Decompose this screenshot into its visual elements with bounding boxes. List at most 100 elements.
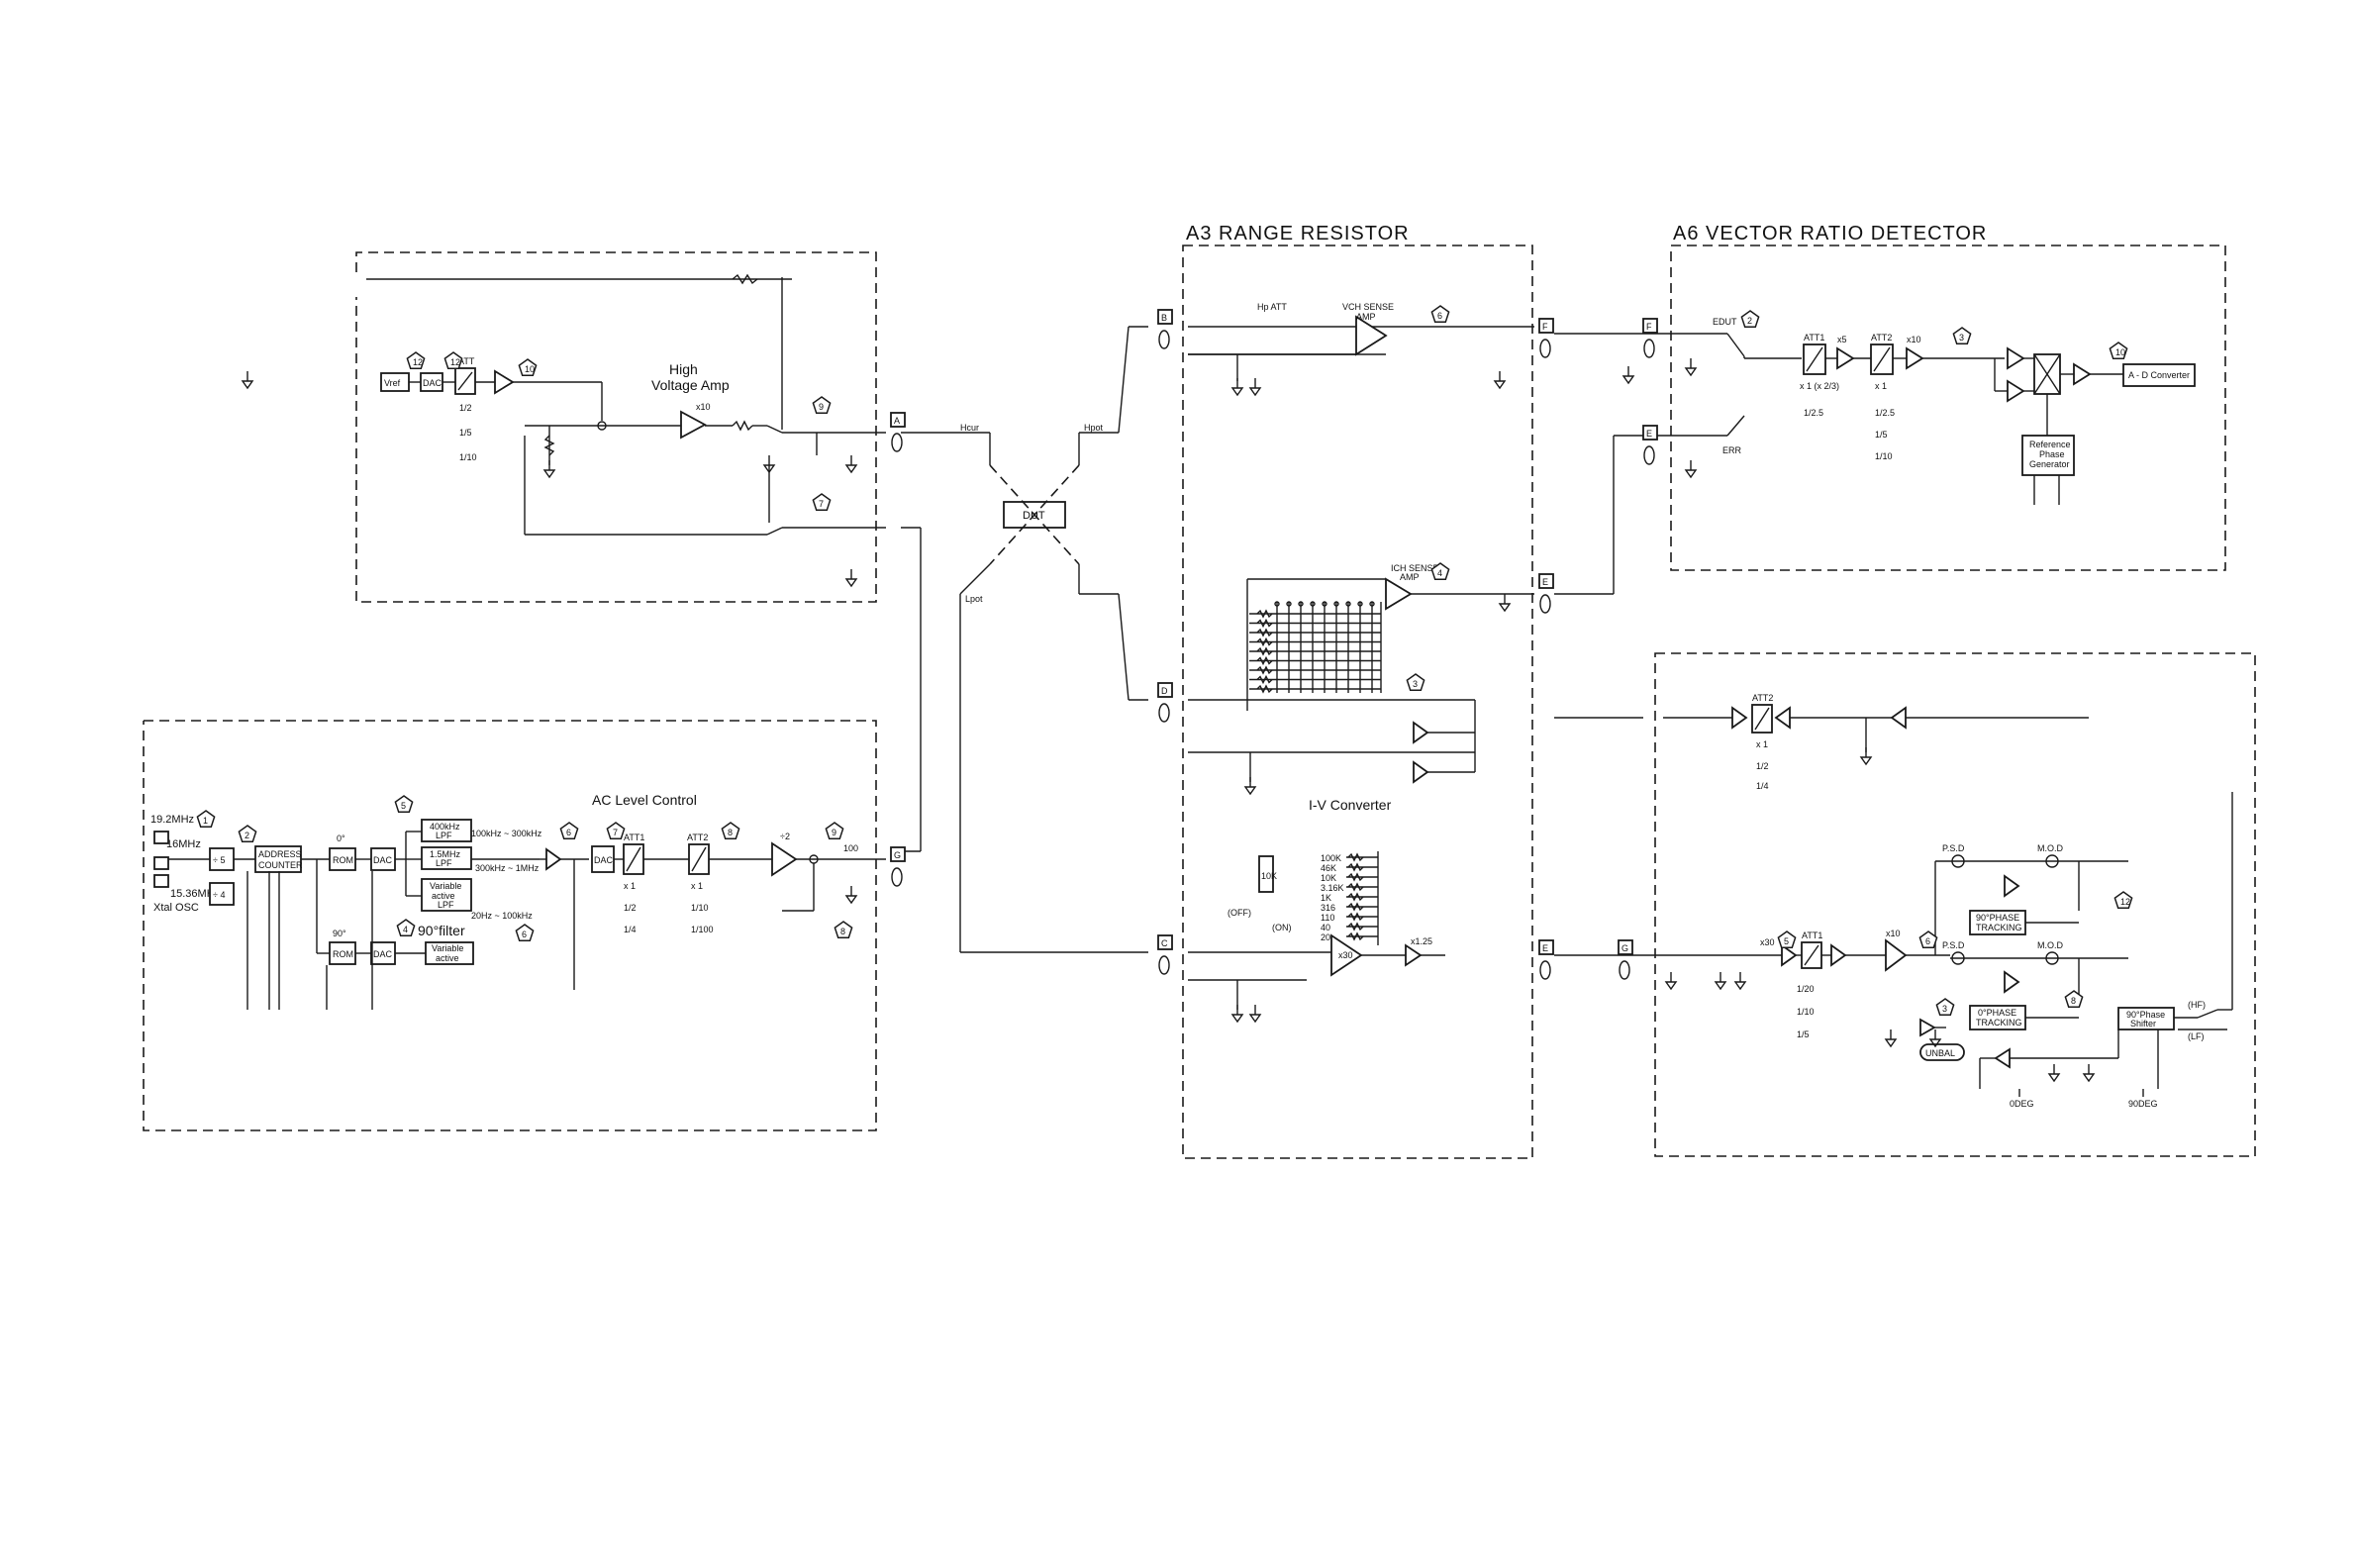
ground-icon [762, 455, 776, 474]
lower-gain-x30: x30 [1760, 937, 1775, 947]
test-point-number: 12 [413, 357, 423, 367]
filter-90-title: 90°filter [418, 923, 465, 938]
lpf-1-5m-box [421, 846, 472, 870]
att1-ac-ratio-3: 1/4 [624, 925, 637, 934]
high-voltage-amp-title-2: Voltage Amp [651, 377, 730, 393]
test-point-number: 5 [401, 801, 406, 811]
mod-label-1: M.O.D [2037, 843, 2063, 853]
lpf-1-5m-label-2: LPF [436, 858, 452, 868]
att1-vrd-ratio-1: x 1 (x 2/3) [1800, 381, 1839, 391]
range-value: 3.16K [1321, 883, 1344, 893]
test-point-number: 3 [1413, 679, 1418, 689]
test-point: 8 [834, 921, 853, 939]
ground-icon [844, 569, 858, 588]
iv-converter-title: I-V Converter [1309, 797, 1392, 813]
deg90-output-label: 90DEG [2128, 1099, 2158, 1109]
band-3-label: 20Hz ~ 100kHz [471, 911, 533, 921]
hp-att-label: Hp ATT [1257, 302, 1287, 312]
ac-dac-label: DAC [594, 855, 614, 865]
att1-ac-ratio-2: 1/2 [624, 903, 637, 913]
test-point: 3 [1935, 998, 1955, 1017]
ich-sense-amp-label: ICH SENSE [1391, 563, 1439, 573]
ground-icon [542, 460, 556, 479]
ground-icon [1684, 358, 1698, 377]
att1-ac-label: ATT1 [624, 833, 644, 842]
phase-90-tracking-label-2: TRACKING [1976, 923, 2022, 932]
connector-letter: E [1542, 943, 1548, 953]
test-point: 4 [1430, 562, 1450, 581]
connector-letter: A [894, 416, 900, 426]
xtal-2 [153, 856, 169, 870]
phase-0-tracking-label: 0°PHASE [1978, 1008, 2016, 1018]
lower-buffer-1 [1731, 706, 1748, 730]
deg90-label: 90° [333, 929, 346, 938]
lpot-label: Lpot [965, 594, 983, 604]
ground-icon [1859, 747, 1873, 766]
att2-vrd-ratio-4: 1/10 [1875, 451, 1893, 461]
test-point: 10 [2109, 342, 2128, 360]
lower-amp-x10 [1885, 938, 1908, 972]
output-resistor-label: 100 [843, 843, 858, 853]
test-point-number: 8 [840, 927, 845, 936]
frame-ac-level [143, 720, 877, 1131]
test-point: 12 [443, 351, 463, 370]
div4-label: ÷ 4 [213, 890, 225, 900]
lower-amp-x30 [1781, 943, 1798, 967]
test-point: 9 [812, 396, 832, 415]
range-resistor-contents: Hp ATT VCH SENSE AMP ICH SENSE AMP I-V C… [1188, 302, 1534, 1010]
mod-label-2: M.O.D [2037, 940, 2063, 950]
tracking-amp-1 [2004, 874, 2020, 898]
variable-active-lpf-label-2: active [432, 891, 455, 901]
ground-icon [1243, 777, 1257, 796]
test-point-number: 10 [525, 364, 535, 374]
vch-sense-amp-label: VCH SENSE [1342, 302, 1394, 312]
test-point-number: 2 [245, 831, 249, 840]
range-resistor-ladder [1249, 601, 1382, 694]
test-point-number: 12 [2120, 897, 2130, 907]
frame-signal-source [355, 251, 877, 603]
connector-g: G [1618, 939, 1633, 980]
test-point: 6 [1918, 931, 1938, 949]
att2-ac-ratio-2: 1/10 [691, 903, 709, 913]
test-point-number: 1 [203, 816, 208, 826]
test-point: 6 [1430, 305, 1450, 324]
ground-icon [1248, 378, 1262, 397]
range-value-list: 100K 46K 10K 3.16K 1K 316 110 40 20 [1321, 853, 1344, 942]
test-point: 2 [1740, 310, 1760, 329]
ground-icon [1248, 1005, 1262, 1024]
freq-16-label: 16MHz [166, 838, 201, 850]
ground-icon [1884, 1029, 1898, 1048]
att2-lower-label: ATT2 [1752, 693, 1773, 703]
test-point: 3 [1406, 673, 1425, 692]
hcur-label: Hcur [960, 423, 979, 433]
lower-phase-amp [1994, 1047, 2011, 1069]
test-point: 7 [812, 493, 832, 512]
range-switch-box [1258, 855, 1274, 893]
xtal-3 [153, 874, 169, 888]
dac-label: DAC [423, 378, 442, 388]
hf-label: (HF) [2188, 1000, 2206, 1010]
ground-icon [844, 455, 858, 474]
unbal-amp [1919, 1018, 1936, 1037]
range-10k-label: 10K [1261, 871, 1277, 881]
rom-90-label: ROM [333, 949, 353, 959]
range-value: 46K [1321, 863, 1336, 873]
test-point-number: 9 [832, 828, 836, 837]
ground-icon [1621, 366, 1635, 385]
connector-e: E [1642, 425, 1658, 465]
test-point: 10 [518, 358, 538, 377]
att2-ac-label: ATT2 [687, 833, 708, 842]
rom-0-label: ROM [333, 855, 353, 865]
freq-15-36-label: 15.36MHz [170, 888, 220, 900]
att1-lower-ratio-1: 1/20 [1797, 984, 1815, 994]
iv-resistor-bank [1346, 851, 1379, 945]
connector-g: G [890, 846, 906, 887]
hv-gain-label: x10 [696, 402, 711, 412]
ich-sense-amp-symbol [1385, 577, 1413, 611]
phase-detector-contents: ATT2 x 1 1/2 1/4 x30 ATT1 1/20 1/10 1/5 … [1554, 693, 2233, 1109]
variable-active-label: Variable [432, 943, 463, 953]
connector-letter: C [1161, 938, 1168, 948]
ref-phase-gen-box [2021, 435, 2075, 476]
att2-vrd-label: ATT2 [1871, 333, 1892, 343]
